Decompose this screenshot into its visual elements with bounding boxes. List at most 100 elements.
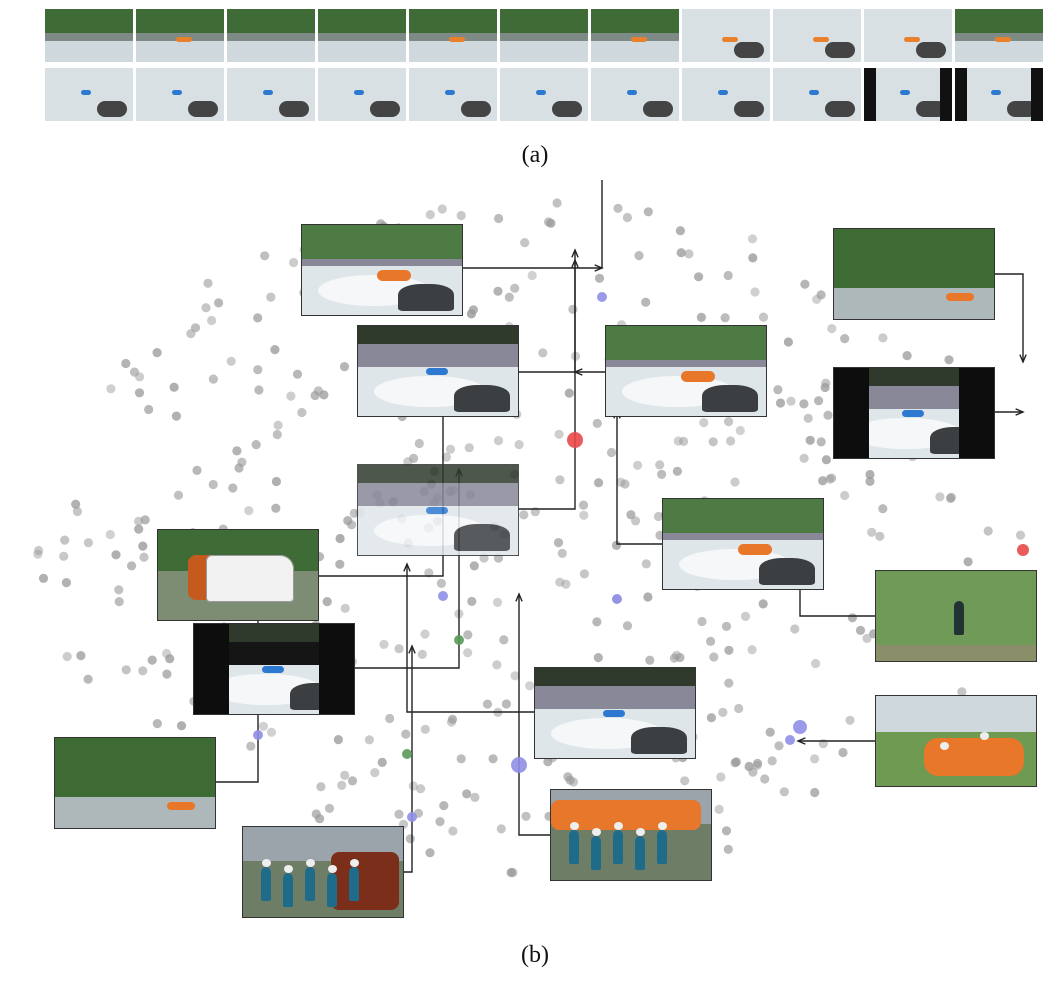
frame-strip xyxy=(45,9,1043,121)
embedding-point xyxy=(552,198,562,208)
embedding-point xyxy=(805,435,815,445)
embedding-point xyxy=(244,506,254,516)
embedding-point xyxy=(706,713,717,723)
embedding-point xyxy=(902,351,912,361)
embedding-point xyxy=(251,440,261,450)
embedding-point xyxy=(83,538,93,548)
embedding-point xyxy=(134,524,144,534)
embedding-point xyxy=(731,757,741,767)
embedding-point xyxy=(723,844,733,855)
embedding-point xyxy=(520,238,530,248)
embedding-point xyxy=(867,527,877,537)
embedding-point xyxy=(462,789,472,799)
embedding-point xyxy=(437,204,447,214)
embedding-point xyxy=(655,530,665,540)
highlight-point-blue xyxy=(511,757,527,773)
embedding-point xyxy=(758,312,769,322)
embedding-point xyxy=(499,635,509,645)
embedding-point xyxy=(709,652,719,662)
embedding-point xyxy=(417,649,427,659)
embedding-point xyxy=(706,636,716,646)
thumb-people-loading xyxy=(243,827,403,917)
arrow-thumb-kayak-blur xyxy=(518,260,576,510)
embedding-point xyxy=(339,362,350,372)
embedding-point xyxy=(714,804,724,815)
embedding-point xyxy=(504,292,514,302)
thumb-person-forest xyxy=(876,571,1036,661)
embedding-point xyxy=(510,671,520,681)
embedding-point xyxy=(657,469,667,479)
thumb-kayak-blur xyxy=(358,465,518,555)
embedding-point xyxy=(319,390,329,400)
arrowhead xyxy=(515,592,523,602)
embedding-point xyxy=(253,365,263,375)
embedding-point xyxy=(783,337,794,347)
strip-frame-people-loading xyxy=(318,9,406,62)
embedding-point xyxy=(237,457,247,467)
embedding-point xyxy=(270,345,280,355)
embedding-point xyxy=(207,315,217,326)
embedding-point xyxy=(494,213,504,224)
embedding-point xyxy=(273,420,283,430)
embedding-point xyxy=(138,541,148,551)
embedding-point xyxy=(134,516,144,526)
embedding-point xyxy=(340,603,350,613)
embedding-point xyxy=(818,476,828,486)
embedding-point xyxy=(493,286,503,296)
embedding-point xyxy=(114,585,124,595)
caption-a: (a) xyxy=(521,142,549,168)
embedding-point xyxy=(62,651,72,662)
embedding-point xyxy=(439,801,449,811)
embedding-point xyxy=(496,824,506,834)
embedding-point xyxy=(176,721,187,731)
embedding-point xyxy=(579,569,590,579)
embedding-point xyxy=(735,425,745,436)
embedding-point xyxy=(544,217,554,227)
embedding-point xyxy=(469,561,479,571)
highlighted-points xyxy=(253,292,1029,822)
embedding-point xyxy=(401,729,411,739)
embedding-point xyxy=(767,756,777,766)
embedding-point xyxy=(340,770,350,781)
embedding-point xyxy=(152,719,162,729)
embedding-point xyxy=(162,669,172,679)
embedding-point xyxy=(720,313,730,323)
embedding-point xyxy=(634,251,644,261)
embedding-point xyxy=(696,312,707,322)
embedding-point xyxy=(260,251,270,261)
embedding-point xyxy=(232,446,242,456)
embedding-point xyxy=(61,578,71,588)
embedding-point xyxy=(675,652,685,663)
strip-frame-person-in-forest xyxy=(500,9,588,62)
embedding-point xyxy=(493,436,504,446)
embedding-point xyxy=(840,490,850,501)
embedding-point xyxy=(310,390,320,401)
embedding-point xyxy=(72,506,82,517)
embedding-point xyxy=(855,625,866,635)
embedding-point xyxy=(821,455,832,465)
embedding-point xyxy=(1015,530,1026,540)
embedding-point xyxy=(253,313,263,323)
embedding-point xyxy=(105,529,115,540)
embedding-point xyxy=(420,629,430,639)
embedding-point xyxy=(436,578,446,588)
embedding-point xyxy=(862,633,872,643)
thumb-raft-river-top xyxy=(302,225,462,315)
embedding-point xyxy=(555,475,565,485)
embedding-point xyxy=(272,429,282,440)
embedding-point xyxy=(708,437,718,447)
embedding-point xyxy=(201,303,211,313)
embedding-point xyxy=(790,624,800,634)
arrowhead xyxy=(1015,408,1025,416)
embedding-point xyxy=(292,369,303,379)
strip-frame-people-with-rafts xyxy=(136,9,224,62)
embedding-point xyxy=(343,516,353,526)
embedding-point xyxy=(773,385,783,395)
embedding-point xyxy=(747,645,757,655)
embedding-point xyxy=(675,226,686,236)
strip-frame-kayak-rapids xyxy=(500,68,588,121)
embedding-point xyxy=(799,399,809,409)
embedding-point xyxy=(616,477,626,487)
arrow-thumb-raft-river-top xyxy=(462,180,603,269)
embedding-point xyxy=(347,776,358,786)
